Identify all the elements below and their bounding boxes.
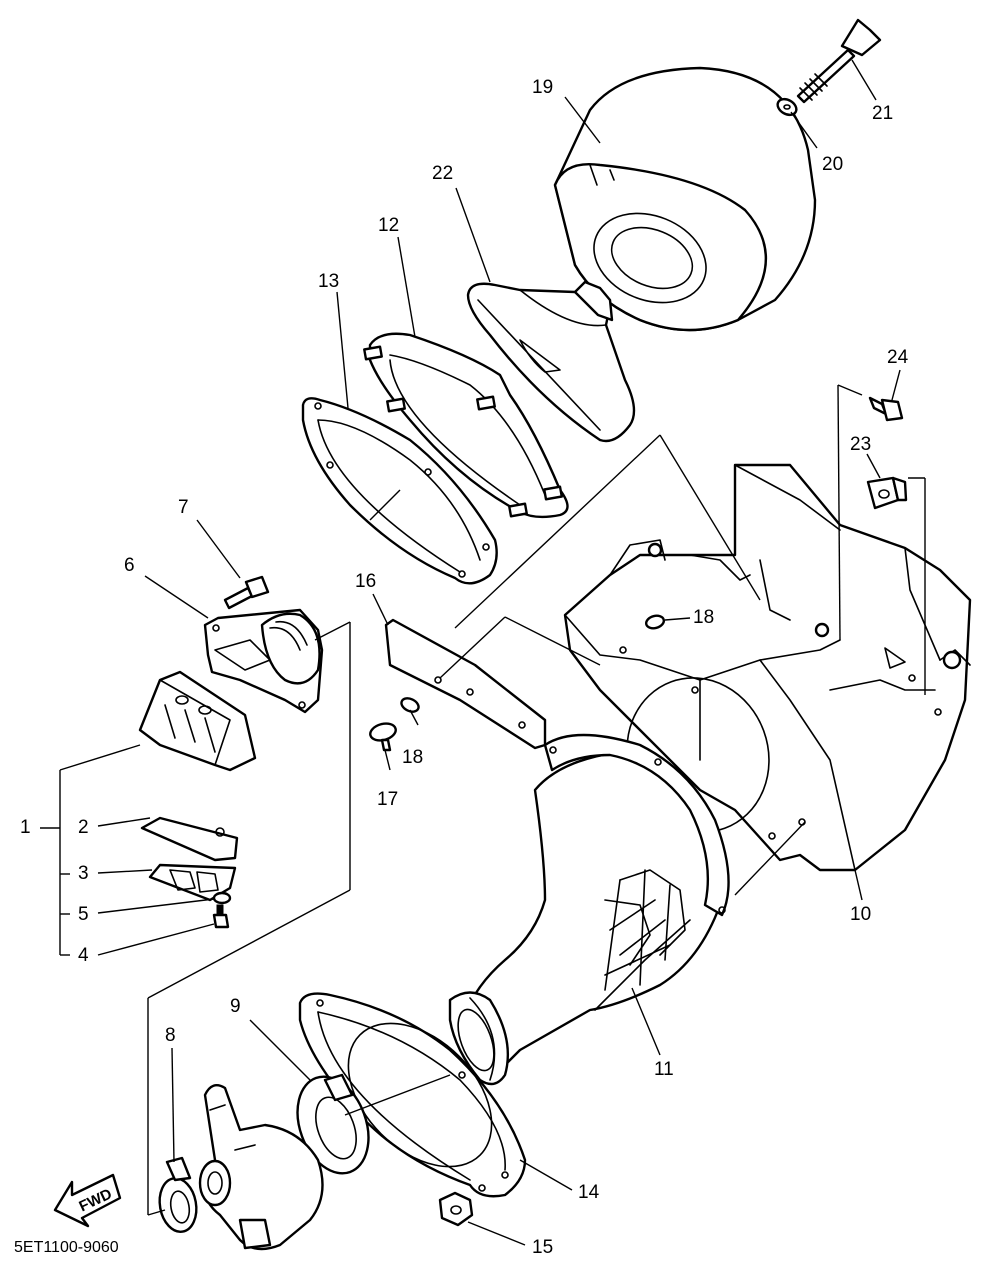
washer-18b[interactable] [399, 696, 420, 714]
callout-8: 8 [165, 1025, 176, 1046]
callout-2: 2 [78, 817, 89, 838]
nut-15[interactable] [438, 1191, 474, 1227]
callout-14: 14 [578, 1182, 600, 1203]
leader-lines [40, 59, 926, 1246]
callout-16: 16 [355, 571, 377, 592]
washer-18a[interactable] [644, 614, 666, 630]
air-filter-element[interactable] [553, 66, 817, 332]
reed-petal[interactable] [148, 863, 237, 902]
filter-guide[interactable] [466, 280, 636, 443]
callout-9: 9 [230, 996, 241, 1017]
forward-arrow: FWD [53, 1173, 122, 1228]
callout-18b: 18 [402, 747, 424, 768]
diagram-code: 5ET1100-9060 [14, 1239, 119, 1256]
callout-10: 10 [850, 904, 872, 925]
bolt-24[interactable] [868, 396, 904, 422]
washer-5[interactable] [212, 891, 232, 905]
air-filter-case[interactable] [563, 463, 972, 872]
callout-20: 20 [822, 154, 844, 175]
clip-23[interactable] [866, 476, 908, 510]
callout-13: 13 [318, 271, 340, 292]
carburetor-clamp[interactable] [285, 1067, 381, 1184]
reed-valve-manifold[interactable] [203, 608, 324, 714]
callout-6: 6 [124, 555, 135, 576]
carburetor[interactable] [198, 1084, 324, 1251]
callout-5: 5 [78, 904, 89, 925]
clamp-8[interactable] [156, 1156, 201, 1235]
callout-23: 23 [850, 434, 872, 455]
callout-11: 11 [654, 1059, 674, 1080]
callout-21: 21 [872, 103, 894, 124]
callout-19: 19 [532, 77, 554, 98]
bolt-21[interactable] [796, 18, 882, 104]
callout-22: 22 [432, 163, 454, 184]
intake-joint[interactable] [448, 733, 730, 1086]
filter-case-plate[interactable] [363, 332, 569, 519]
joint-plate[interactable] [384, 618, 547, 750]
callout-3: 3 [78, 863, 89, 884]
callout-1: 1 [20, 817, 31, 838]
reed-valve-assembly[interactable] [138, 670, 257, 772]
callout-7: 7 [178, 497, 189, 518]
washer-20[interactable] [775, 96, 799, 118]
screw-4[interactable] [212, 904, 230, 929]
bolt-7[interactable] [223, 575, 270, 610]
callout-12: 12 [378, 215, 400, 236]
callout-15: 15 [532, 1237, 554, 1258]
callout-4: 4 [78, 945, 89, 966]
callout-17: 17 [377, 789, 399, 810]
callout-18a: 18 [693, 607, 715, 628]
reed-stopper[interactable] [140, 816, 239, 862]
rivet-17[interactable] [368, 721, 397, 752]
callout-24: 24 [887, 347, 909, 368]
